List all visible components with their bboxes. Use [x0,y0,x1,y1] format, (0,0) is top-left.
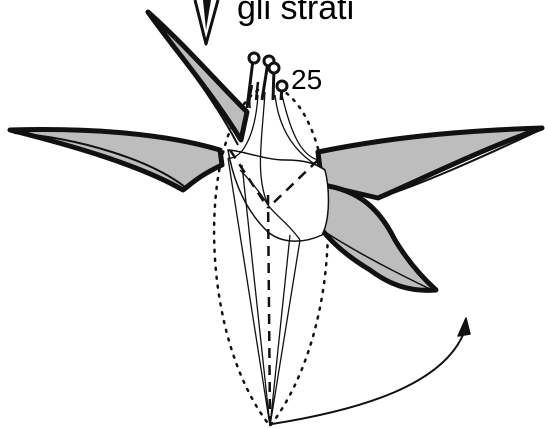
dotted-outline [214,90,328,426]
left-petal [10,130,222,190]
right-petal [318,128,542,198]
stamens [247,53,287,108]
top-petal [148,12,247,145]
structural-lines [228,92,325,426]
down-arrow [195,0,218,44]
step-number: 25 [291,64,322,95]
right-lower-petal [322,185,436,290]
instruction-text: gli strati [237,0,354,27]
